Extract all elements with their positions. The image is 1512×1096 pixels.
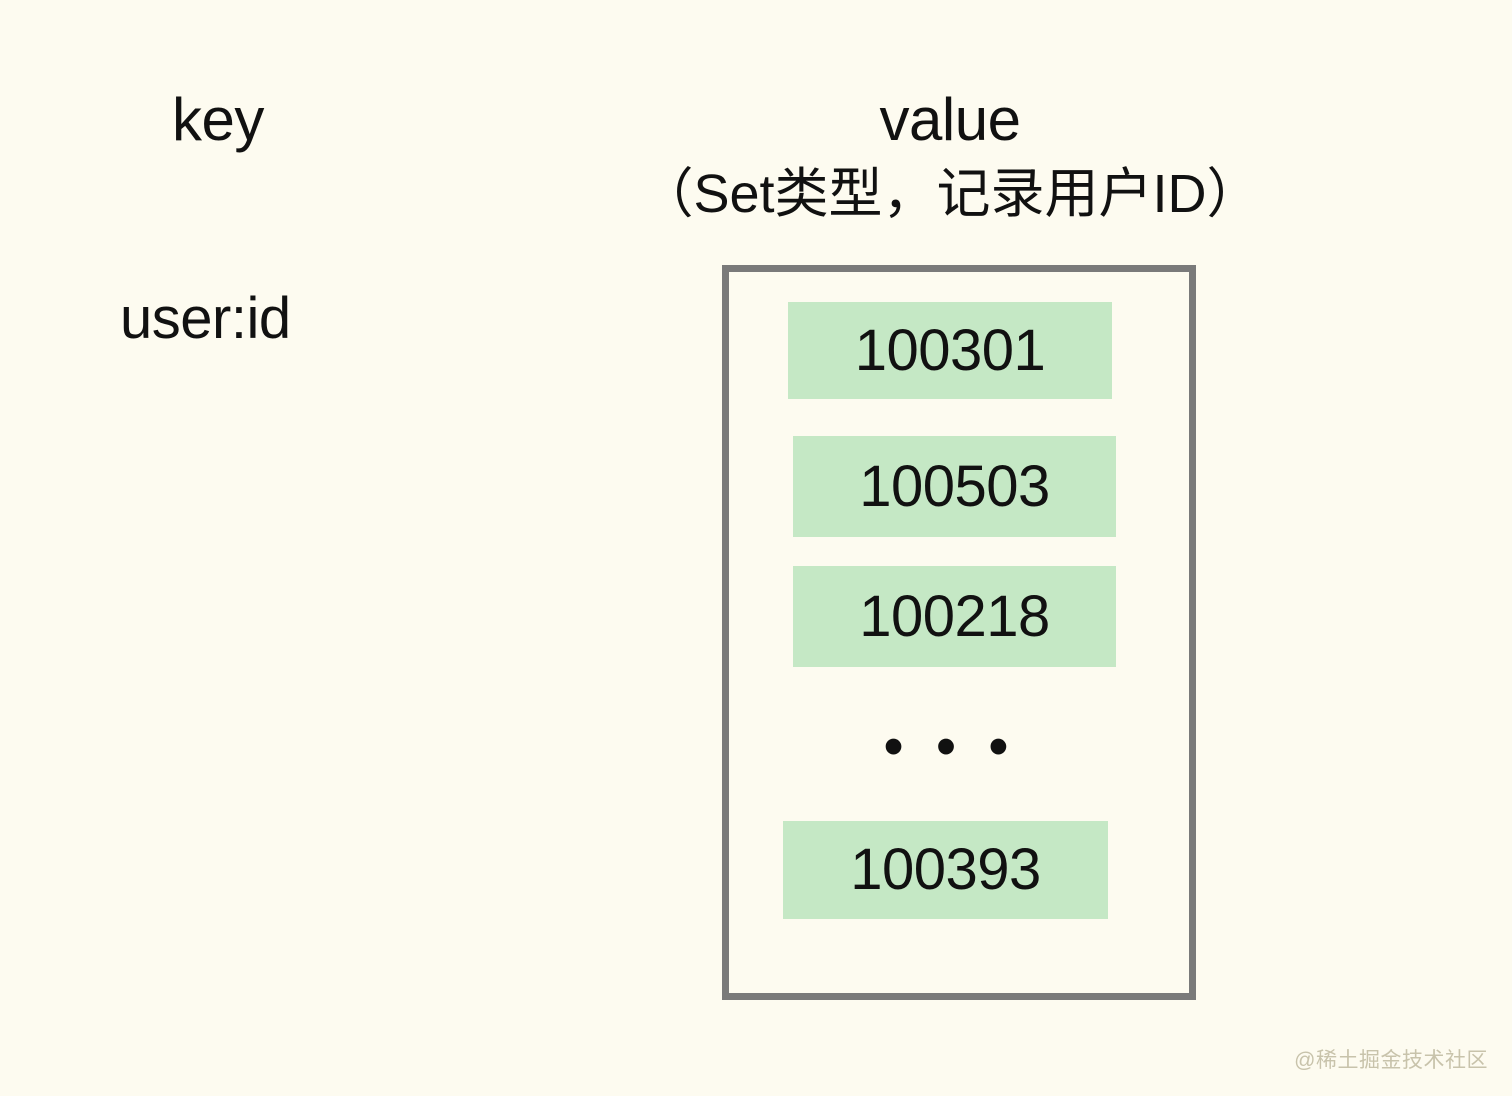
value-column-subtitle: （Set类型，记录用户ID） [639,164,1261,224]
set-member-chip: 100218 [793,566,1116,667]
set-member-chip: 100503 [793,436,1116,537]
value-column-header: value [879,86,1021,153]
watermark-label: @稀土掘金技术社区 [1294,1049,1488,1072]
set-member-chip: 100393 [783,821,1108,919]
ellipsis-indicator: • • • [883,714,1017,779]
key-name-label: user:id [120,286,291,351]
set-member-chip: 100301 [788,302,1112,399]
key-column-header: key [172,86,264,153]
